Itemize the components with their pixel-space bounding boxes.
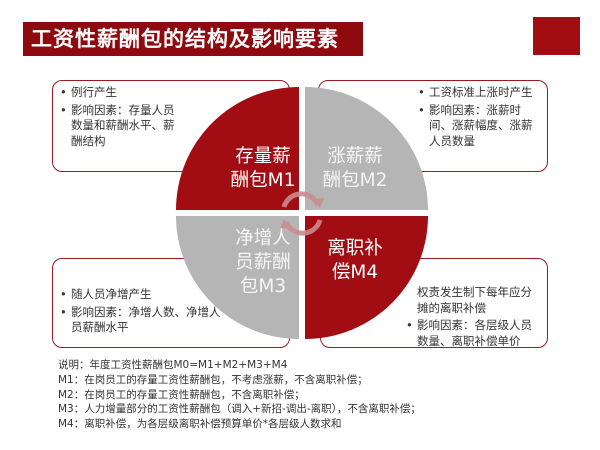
m2-item: 影响因素：涨薪时间、涨薪幅度、涨薪人员数量: [418, 103, 539, 150]
page-title: 工资性薪酬包的结构及影响要素: [23, 22, 363, 56]
label-line: 存量薪: [235, 146, 291, 167]
quadrant-m1: [176, 87, 299, 210]
quadrant-m3: [176, 216, 299, 339]
decorative-square: [533, 17, 580, 55]
label-line: 酬包M2: [322, 170, 388, 191]
label-line: 酬包M1: [230, 170, 296, 191]
m1-item: 影响因素：存量人员数量和薪酬水平、薪酬结构: [60, 103, 179, 150]
label-line: 员薪酬: [235, 252, 291, 273]
notes: 说明：年度工资性薪酬包M0=M1+M2+M3+M4 M1：在岗员工的存量工资性薪…: [58, 358, 421, 432]
m4-item: 影响因素：各层级人员数量、离职补偿单价: [406, 318, 541, 347]
label-line: 包M3: [239, 276, 287, 297]
quadrant-m2: [305, 87, 428, 210]
m3-item: 影响因素：净增人数、净增人员薪酬水平: [60, 305, 229, 336]
label-line: 净增人: [235, 228, 291, 249]
quadrant-m3-label: 净增人员薪酬包M3: [213, 227, 313, 299]
m4-item: 权责发生制下每年应分摊的离职补偿: [417, 285, 532, 315]
quadrant-m1-label: 存量薪酬包M1: [213, 145, 313, 193]
note-line: M1：在岗员工的存量工资性薪酬包，不考虑涨薪，不含离职补偿；: [58, 373, 368, 386]
m3-item: 随人员净增产生: [60, 287, 229, 303]
m2-item: 工资标准上涨时产生: [418, 85, 539, 101]
quadrant-m4: [305, 216, 428, 339]
note-line: M4：离职补偿，为各层级离职补偿预算单价*各层级人数求和: [58, 418, 342, 431]
label-line: 涨薪薪: [327, 146, 383, 167]
quadrant-m4-label: 离职补偿M4: [305, 237, 405, 285]
note-line: M3：人力增量部分的工资性薪酬包（调入+新招-调出-离职），不含离职补偿；: [58, 403, 421, 416]
label-text: 离职补偿M4: [327, 238, 383, 283]
m1-item: 例行产生: [60, 85, 179, 101]
note-line: 说明：年度工资性薪酬包M0=M1+M2+M3+M4: [58, 359, 288, 371]
quadrant-m2-label: 涨薪薪酬包M2: [305, 145, 405, 193]
note-line: M2：在岗员工的存量工资性薪酬包，不含离职补偿；: [58, 388, 305, 401]
cycle-arrows-icon: [280, 191, 324, 236]
